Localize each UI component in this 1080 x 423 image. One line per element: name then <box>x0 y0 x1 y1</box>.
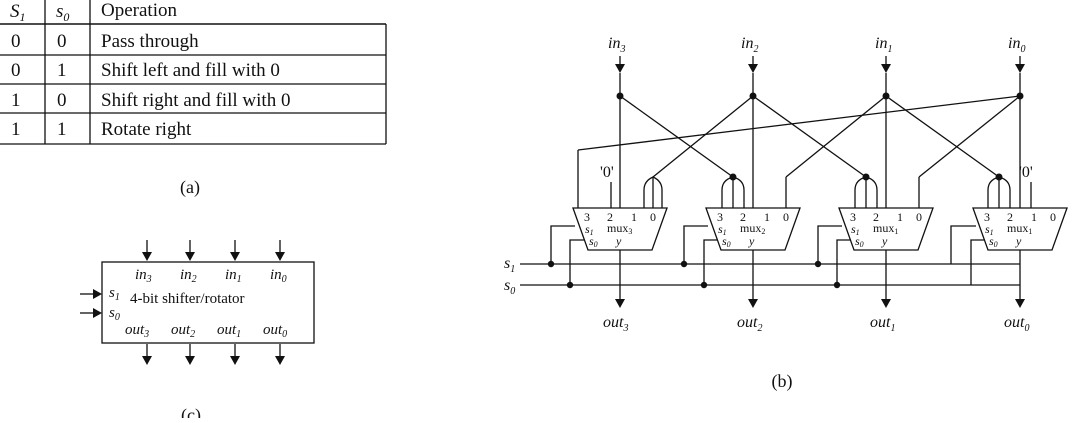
svg-text:2: 2 <box>1007 210 1013 224</box>
block-in0-label: in0 <box>270 267 287 285</box>
svg-text:mux1: mux1 <box>1007 221 1032 236</box>
circuit-output-arrows <box>615 250 1025 308</box>
svg-text:s0: s0 <box>855 234 864 249</box>
svg-text:0: 0 <box>1050 210 1056 224</box>
svg-text:Pass through: Pass through <box>101 31 199 52</box>
header-s0: s0 <box>56 1 69 24</box>
svg-text:mux2: mux2 <box>740 221 765 236</box>
circuit-out2-label: out2 <box>737 314 762 334</box>
svg-text:0: 0 <box>650 210 656 224</box>
svg-text:mux3: mux3 <box>607 221 632 236</box>
svg-text:1: 1 <box>897 210 903 224</box>
svg-text:s0: s0 <box>722 234 731 249</box>
svg-text:s0: s0 <box>989 234 998 249</box>
svg-text:1: 1 <box>11 90 21 111</box>
svg-text:y: y <box>881 234 888 248</box>
caption-c: (c) <box>181 405 201 418</box>
svg-text:3: 3 <box>717 210 723 224</box>
svg-text:2: 2 <box>607 210 613 224</box>
block-out1-label: out1 <box>217 322 241 340</box>
circuit-out1-label: out1 <box>870 314 895 334</box>
shifter-circuit: in3 in2 in1 in0 <box>504 35 1068 334</box>
svg-text:0: 0 <box>57 90 67 111</box>
mux-0: 3 2 1 0 s1 mux1 s0 y <box>972 207 1068 251</box>
svg-text:2: 2 <box>740 210 746 224</box>
svg-text:Rotate right: Rotate right <box>101 119 192 140</box>
circuit-in2-label: in2 <box>741 35 758 55</box>
svg-text:0: 0 <box>57 31 67 52</box>
block-s1-label: s1 <box>109 285 120 303</box>
svg-text:mux1: mux1 <box>873 221 898 236</box>
zero-label: '0' <box>600 164 614 181</box>
svg-text:3: 3 <box>850 210 856 224</box>
svg-text:s0: s0 <box>589 234 598 249</box>
caption-a: (a) <box>180 177 200 198</box>
circuit-in0-label: in0 <box>1008 35 1025 55</box>
block-out3-label: out3 <box>125 322 149 340</box>
circuit-in1-label: in1 <box>875 35 892 55</box>
zero-label: '0' <box>1019 164 1033 181</box>
table-row: 0 0 Pass through <box>11 31 199 52</box>
block-select-arrows <box>80 289 102 318</box>
block-s0-label: s0 <box>109 305 120 323</box>
svg-text:3: 3 <box>984 210 990 224</box>
circuit-input-arrows <box>615 56 1025 96</box>
svg-text:1: 1 <box>57 60 67 81</box>
mux-2: 3 2 1 0 s1 mux2 s0 y <box>705 207 801 251</box>
table-row: 1 0 Shift right and fill with 0 <box>11 90 290 111</box>
svg-text:1: 1 <box>631 210 637 224</box>
block-in3-label: in3 <box>135 267 152 285</box>
svg-text:Shift left and fill with 0: Shift left and fill with 0 <box>101 60 280 81</box>
svg-text:1: 1 <box>57 119 67 140</box>
block-in2-label: in2 <box>180 267 197 285</box>
circuit-in3-label: in3 <box>608 35 625 55</box>
block-output-arrows <box>142 344 285 365</box>
svg-text:2: 2 <box>873 210 879 224</box>
svg-text:s1: s1 <box>985 222 994 237</box>
circuit-out0-label: out0 <box>1004 314 1029 334</box>
block-out2-label: out2 <box>171 322 195 340</box>
block-out0-label: out0 <box>263 322 287 340</box>
svg-text:y: y <box>748 234 755 248</box>
mux-3: 3 2 1 0 s1 mux3 s0 y <box>572 207 668 251</box>
table-row: 0 1 Shift left and fill with 0 <box>11 60 280 81</box>
svg-text:s1: s1 <box>851 222 860 237</box>
mux-1: 3 2 1 0 s1 mux1 s0 y <box>838 207 934 251</box>
header-s1: S1 <box>10 1 26 24</box>
svg-text:1: 1 <box>764 210 770 224</box>
svg-text:0: 0 <box>11 60 21 81</box>
caption-b: (b) <box>772 371 793 392</box>
svg-text:y: y <box>615 234 622 248</box>
block-in1-label: in1 <box>225 267 242 285</box>
svg-text:s1: s1 <box>585 222 594 237</box>
function-table: S1 s0 Operation 0 0 Pass through 0 1 Shi… <box>0 0 387 145</box>
block-box <box>101 261 315 344</box>
svg-text:y: y <box>1015 234 1022 248</box>
zero-inputs: '0' '0' <box>600 164 1033 208</box>
table-row: 1 1 Rotate right <box>11 119 192 140</box>
svg-text:3: 3 <box>584 210 590 224</box>
crossing-wires <box>577 95 1021 208</box>
block-title: 4-bit shifter/rotator <box>130 291 245 307</box>
input-junctions <box>616 92 1024 100</box>
header-operation: Operation <box>101 0 177 21</box>
block-input-arrows <box>142 240 285 261</box>
circuit-out3-label: out3 <box>603 314 628 334</box>
loop-taps <box>643 173 1011 208</box>
circuit-s0-label: s0 <box>504 277 515 297</box>
shifter-block: in3 in2 in1 in0 s1 s0 4-bit shifter/rota… <box>80 240 315 365</box>
svg-text:1: 1 <box>11 119 21 140</box>
svg-text:Shift right and fill with 0: Shift right and fill with 0 <box>101 90 290 111</box>
svg-text:0: 0 <box>11 31 21 52</box>
svg-text:0: 0 <box>783 210 789 224</box>
circuit-s1-label: s1 <box>504 255 515 275</box>
svg-text:1: 1 <box>1031 210 1037 224</box>
svg-text:0: 0 <box>916 210 922 224</box>
select-bus <box>520 225 1020 289</box>
svg-text:s1: s1 <box>718 222 727 237</box>
